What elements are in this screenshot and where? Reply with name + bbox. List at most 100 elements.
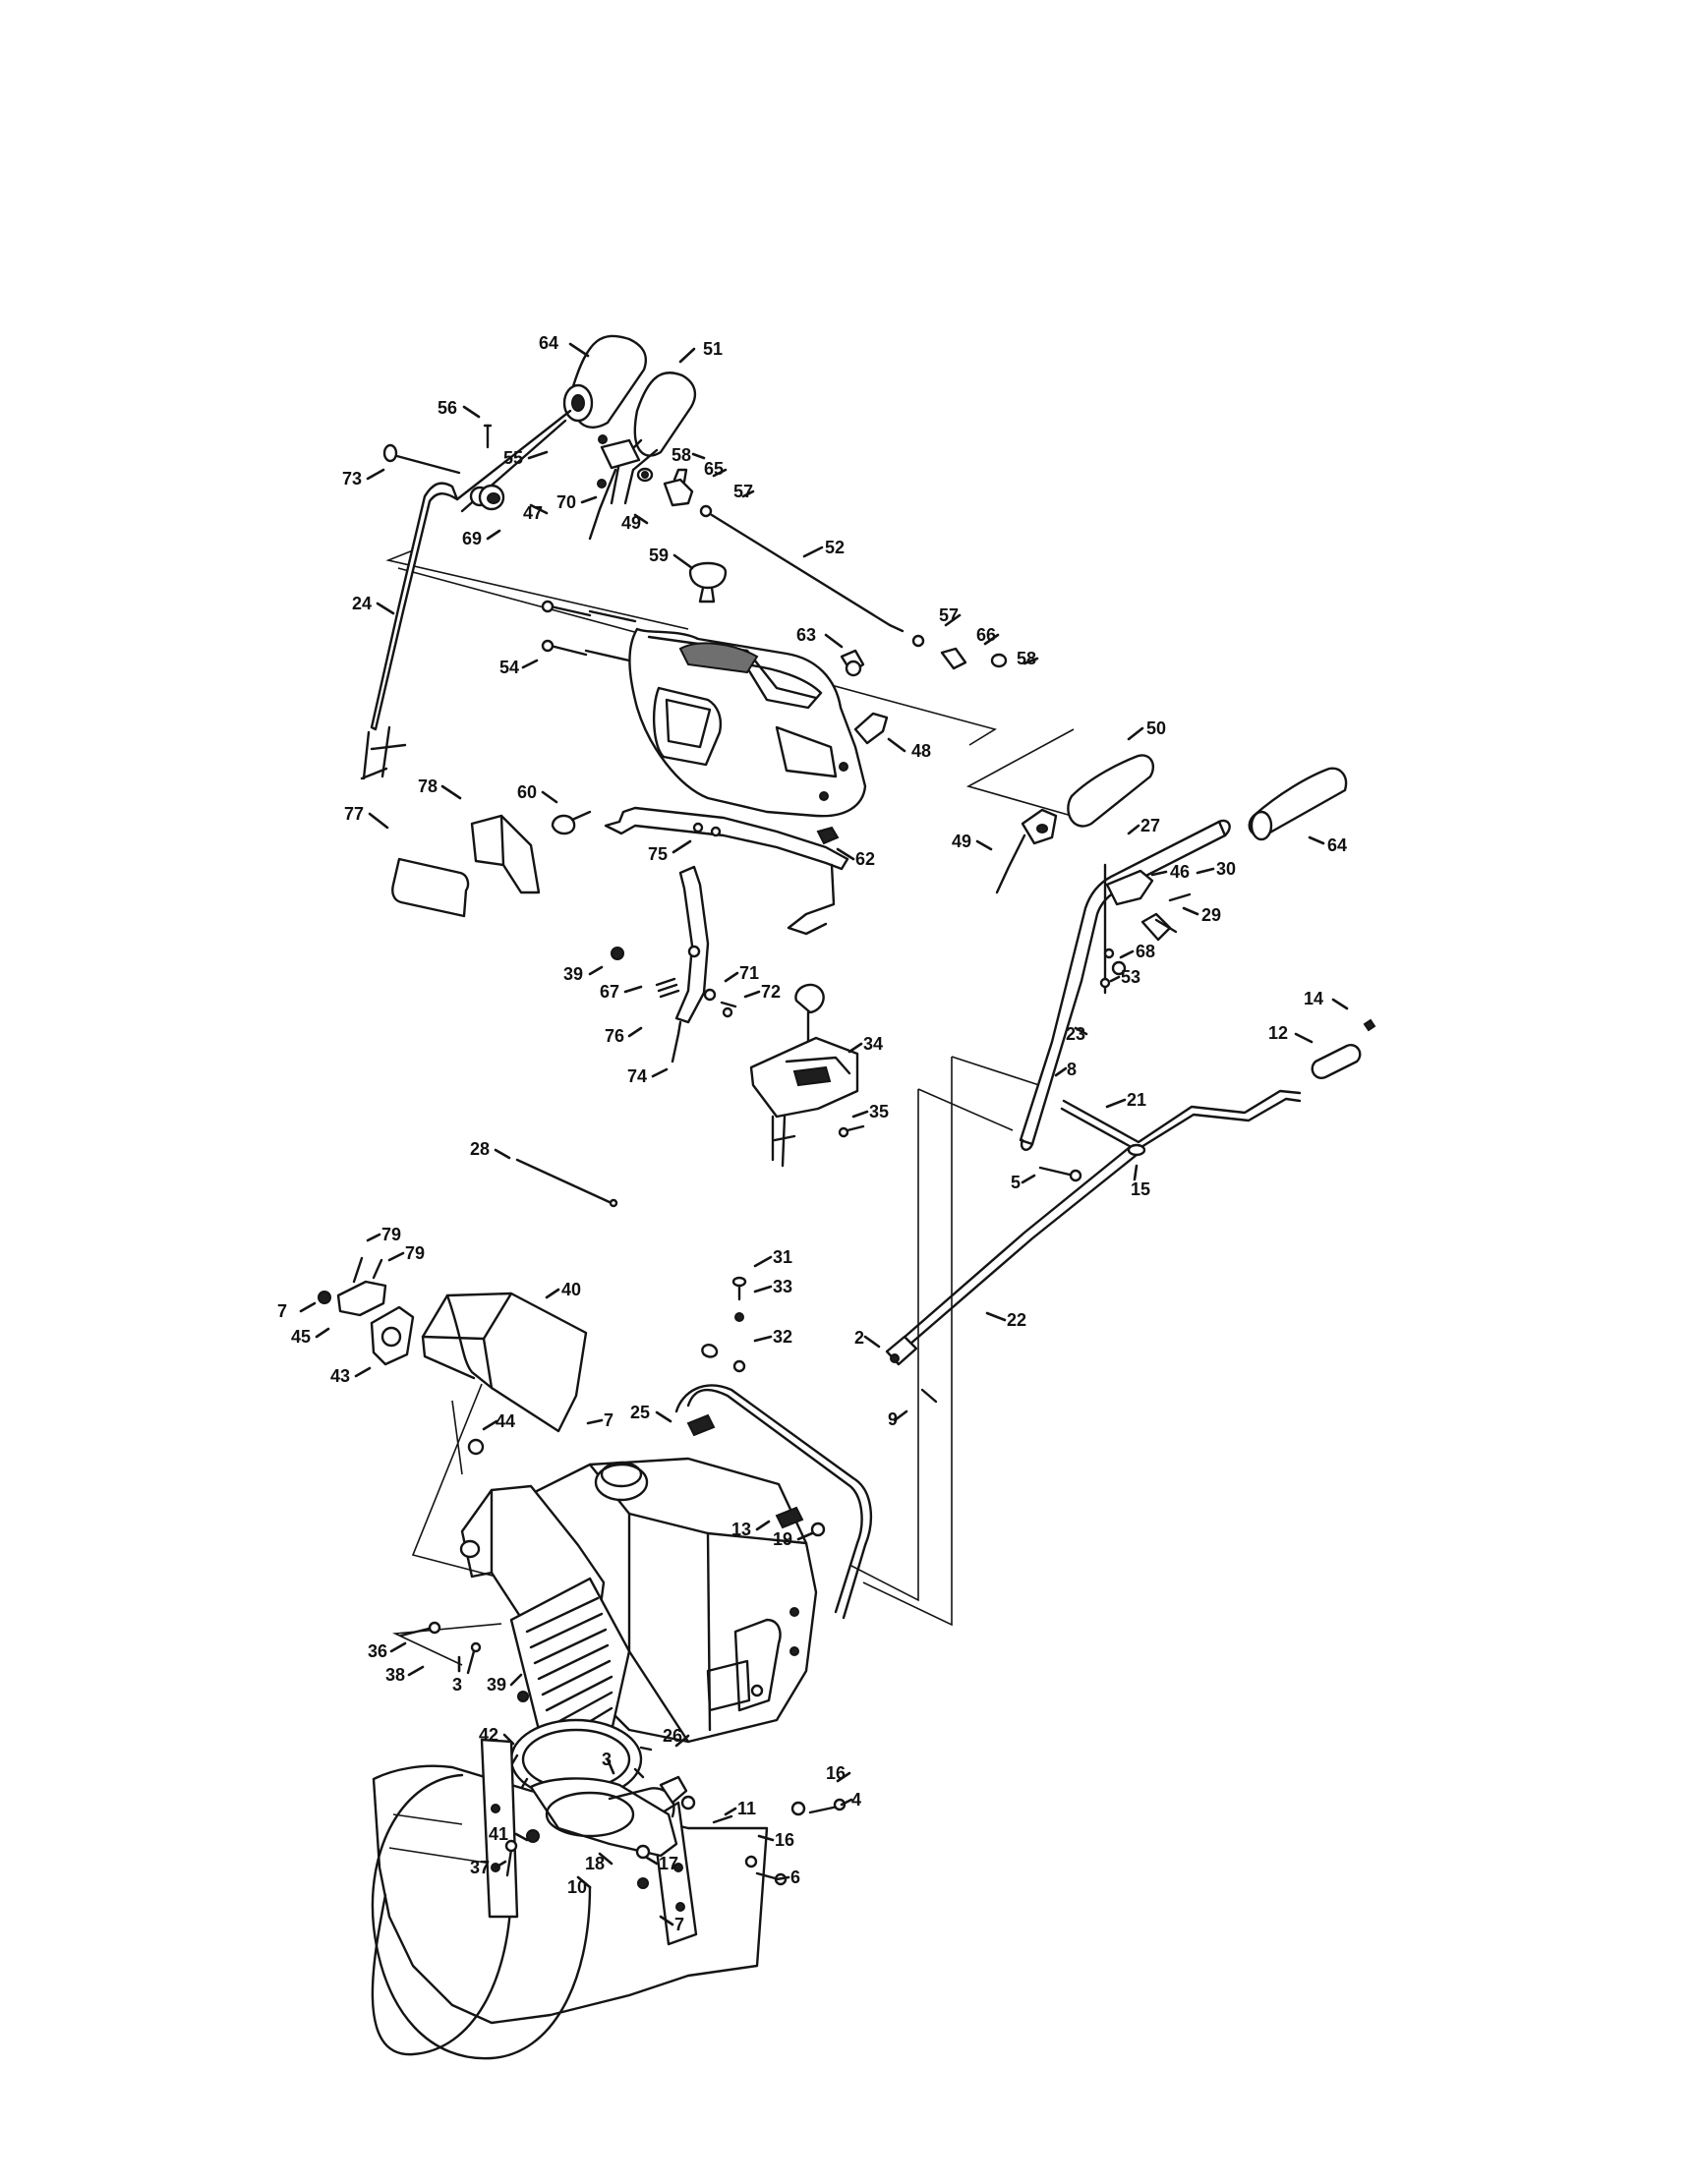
callout-11: 11	[737, 1799, 756, 1818]
bracket-76	[674, 865, 710, 1024]
leader-line	[529, 503, 549, 515]
leader-line	[753, 1255, 773, 1268]
leader-line	[588, 965, 604, 976]
universal-joint-65	[663, 478, 694, 507]
callout-25: 25	[630, 1403, 650, 1422]
callout-49: 49	[952, 832, 971, 851]
callout-51: 51	[703, 339, 723, 359]
cable-28	[515, 1158, 613, 1205]
callout-42: 42	[479, 1725, 498, 1745]
plate-77	[391, 857, 470, 918]
callout-22: 22	[1007, 1310, 1026, 1330]
leader-line	[753, 1285, 773, 1293]
shift-rod-22	[907, 1153, 1139, 1347]
lever-49-upper	[588, 468, 617, 541]
leader-line	[796, 1531, 814, 1541]
deflector-40	[445, 1292, 588, 1433]
callout-65: 65	[704, 459, 724, 479]
rod-74	[671, 1020, 682, 1063]
leader-line	[836, 1771, 851, 1783]
knob-34	[794, 983, 825, 1014]
leader-line	[659, 1915, 674, 1926]
bolt-73	[391, 453, 461, 475]
callout-58: 58	[672, 445, 691, 465]
shift-rod-21	[1060, 1097, 1302, 1152]
callout-62: 62	[855, 849, 875, 869]
leader-line	[568, 342, 590, 358]
handle-grip-50	[1067, 754, 1155, 828]
callout-7: 7	[674, 1915, 684, 1934]
auger-housing-assembly	[371, 1738, 847, 2060]
callout-24: 24	[352, 594, 372, 613]
callout-5: 5	[1011, 1173, 1021, 1192]
chute-deflector-assembly	[318, 1256, 588, 1456]
leader-line	[527, 450, 549, 460]
callout-32: 32	[773, 1327, 792, 1347]
callout-18: 18	[585, 1854, 605, 1873]
leader-line	[712, 468, 728, 478]
callout-52: 52	[825, 538, 845, 557]
leader-line	[672, 553, 694, 570]
pin-79-a	[352, 1256, 364, 1284]
leader-line	[1105, 1098, 1127, 1109]
left-handle-assembly	[360, 334, 697, 780]
leader-line	[1294, 1032, 1314, 1044]
leader-line	[366, 1233, 381, 1242]
callout-54: 54	[499, 658, 519, 677]
clip-14	[1363, 1018, 1376, 1032]
shift-rod-52	[710, 513, 892, 627]
leader-line	[851, 1110, 869, 1119]
callout-10: 10	[567, 1877, 587, 1897]
leader-line	[580, 495, 598, 504]
callout-66: 66	[976, 625, 996, 645]
muffler-cover	[733, 1618, 782, 1712]
pivot-arm-45	[336, 1280, 387, 1317]
leader-line	[655, 1410, 672, 1423]
leader-line	[633, 513, 649, 525]
callout-labels: 64 51 56 55 73 58 65 70 47 57 49 69 52 5…	[277, 333, 1347, 1934]
leader-line	[1021, 1174, 1036, 1184]
leader-line	[440, 784, 462, 800]
callout-27: 27	[1140, 816, 1160, 835]
bolt-54-a	[549, 604, 592, 617]
leader-line	[887, 737, 906, 753]
leader-line	[1196, 867, 1215, 875]
bolt-11	[712, 1814, 733, 1824]
callout-6: 6	[790, 1868, 800, 1887]
callout-26: 26	[663, 1726, 682, 1746]
bracket-48	[853, 712, 889, 745]
callout-4: 4	[851, 1790, 861, 1810]
leader-line	[486, 529, 501, 541]
knob-60	[551, 814, 576, 835]
leader-line	[1150, 870, 1168, 877]
leader-line	[724, 971, 739, 983]
callout-37: 37	[470, 1858, 490, 1877]
callout-77: 77	[344, 804, 364, 824]
leader-line	[840, 1798, 853, 1807]
leader-line	[627, 1026, 643, 1038]
leader-line	[1308, 835, 1325, 845]
leader-line	[502, 1733, 515, 1746]
leader-line	[366, 468, 385, 481]
leader-line	[741, 489, 755, 498]
bolt-5	[1038, 1166, 1076, 1178]
callout-14: 14	[1304, 989, 1323, 1008]
gearbox	[529, 1777, 678, 1858]
nut-62	[816, 826, 840, 845]
leader-line	[674, 1734, 690, 1748]
mount-clip-left	[686, 1413, 716, 1437]
callout-23: 23	[1066, 1024, 1085, 1044]
bolt-36	[399, 1626, 435, 1638]
callout-44: 44	[496, 1411, 515, 1431]
callout-69: 69	[462, 529, 482, 548]
leader-line	[724, 1807, 737, 1816]
leader-line	[521, 659, 539, 669]
callout-72: 72	[761, 982, 781, 1002]
callout-29: 29	[1201, 905, 1221, 925]
pin-9	[920, 1388, 938, 1404]
shift-rod-assembly	[636, 467, 1008, 670]
discharge-chute-assembly	[399, 1484, 653, 1807]
callout-60: 60	[517, 782, 537, 802]
right-handle-assembly	[995, 754, 1348, 1182]
callout-7: 7	[604, 1410, 613, 1430]
